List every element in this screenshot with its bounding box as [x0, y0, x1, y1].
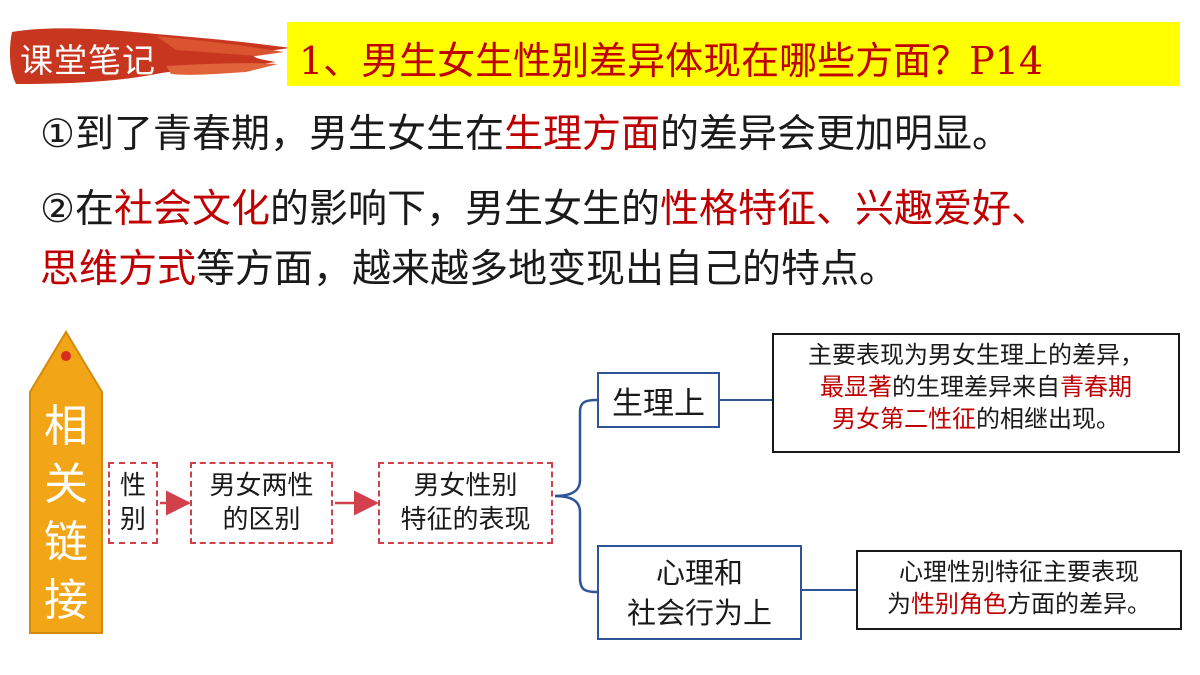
desc-line: 为性别角色方面的差异。 — [858, 588, 1180, 620]
desc-line: 男女第二性征的相继出现。 — [774, 403, 1178, 435]
note-text: ①到了青春期，男生女生在 — [40, 112, 504, 157]
brace-upper — [554, 398, 598, 498]
brush-stroke-shape — [9, 28, 291, 84]
box-line: 男女两性 — [209, 471, 314, 501]
box-gender: 性 别 — [108, 462, 158, 544]
note-text: 的影响下，男生女生的 — [269, 187, 660, 232]
desc-highlight: 青春期 — [1060, 373, 1132, 401]
box-line: 社会行为上 — [626, 595, 772, 630]
box-psychological-social: 心理和 社会行为上 — [597, 545, 802, 640]
section-tag: 课堂笔记 — [6, 22, 291, 94]
pencil-char: 关 — [44, 459, 88, 510]
desc-psychological: 心理性别特征主要表现 为性别角色方面的差异。 — [856, 550, 1182, 630]
desc-line: 主要表现为男女生理上的差异， — [808, 341, 1144, 369]
box-gender-difference: 男女两性 的区别 — [190, 462, 333, 544]
desc-highlight: 男女第二性征 — [832, 405, 976, 433]
desc-text: 为 — [887, 590, 911, 618]
pencil-char: 链 — [44, 517, 88, 568]
box-line: 心理和 — [655, 555, 743, 590]
note-highlight: 性格特征、兴趣爱好、 — [660, 187, 1051, 232]
desc-text: 方面的差异。 — [1007, 590, 1151, 618]
note-highlight: 社会文化 — [113, 187, 270, 232]
note-line-2: ②在社会文化的影响下，男生女生的性格特征、兴趣爱好、 — [40, 180, 1050, 240]
note-text: ②在 — [40, 187, 114, 232]
pencil-char: 相 — [44, 401, 88, 452]
tag-label: 课堂笔记 — [20, 41, 156, 80]
box-line: 的区别 — [222, 505, 301, 535]
pencil-char: 接 — [44, 575, 88, 626]
box-line: 生理上 — [612, 385, 705, 422]
box-line: 男女性别 — [413, 471, 518, 501]
desc-highlight: 性别角色 — [911, 590, 1007, 618]
box-line: 特征的表现 — [400, 505, 531, 535]
pencil-shape — [29, 330, 103, 634]
question-title: 1、男生女生性别差异体现在哪些方面？P14 — [299, 39, 1044, 83]
desc-text: 的相继出现。 — [976, 405, 1120, 433]
box-gender-traits: 男女性别 特征的表现 — [378, 462, 553, 544]
brace-lower — [554, 494, 598, 594]
desc-physiological: 主要表现为男女生理上的差异， 最显著的生理差异来自青春期 男女第二性征的相继出现… — [772, 333, 1180, 453]
desc-line: 最显著的生理差异来自青春期 — [774, 371, 1178, 403]
desc-line: 心理性别特征主要表现 — [899, 558, 1139, 586]
question-banner: 1、男生女生性别差异体现在哪些方面？P14 — [287, 22, 1180, 86]
note-text: 的差异会更加明显。 — [659, 112, 1011, 157]
desc-text: 的生理差异来自 — [892, 373, 1060, 401]
note-highlight: 思维方式 — [40, 247, 197, 292]
box-line: 性 — [119, 471, 146, 501]
note-line-1: ①到了青春期，男生女生在生理方面的差异会更加明显。 — [40, 105, 1011, 165]
note-line-2-continued: 思维方式等方面，越来越多地变现出自己的特点。 — [40, 240, 898, 300]
box-line: 别 — [119, 505, 146, 535]
related-links-pencil: 相 关 链 接 — [28, 330, 104, 635]
note-text: 等方面，越来越多地变现出自己的特点。 — [196, 247, 899, 292]
note-highlight: 生理方面 — [503, 112, 660, 157]
box-physiological: 生理上 — [597, 372, 720, 428]
desc-highlight: 最显著 — [820, 373, 892, 401]
